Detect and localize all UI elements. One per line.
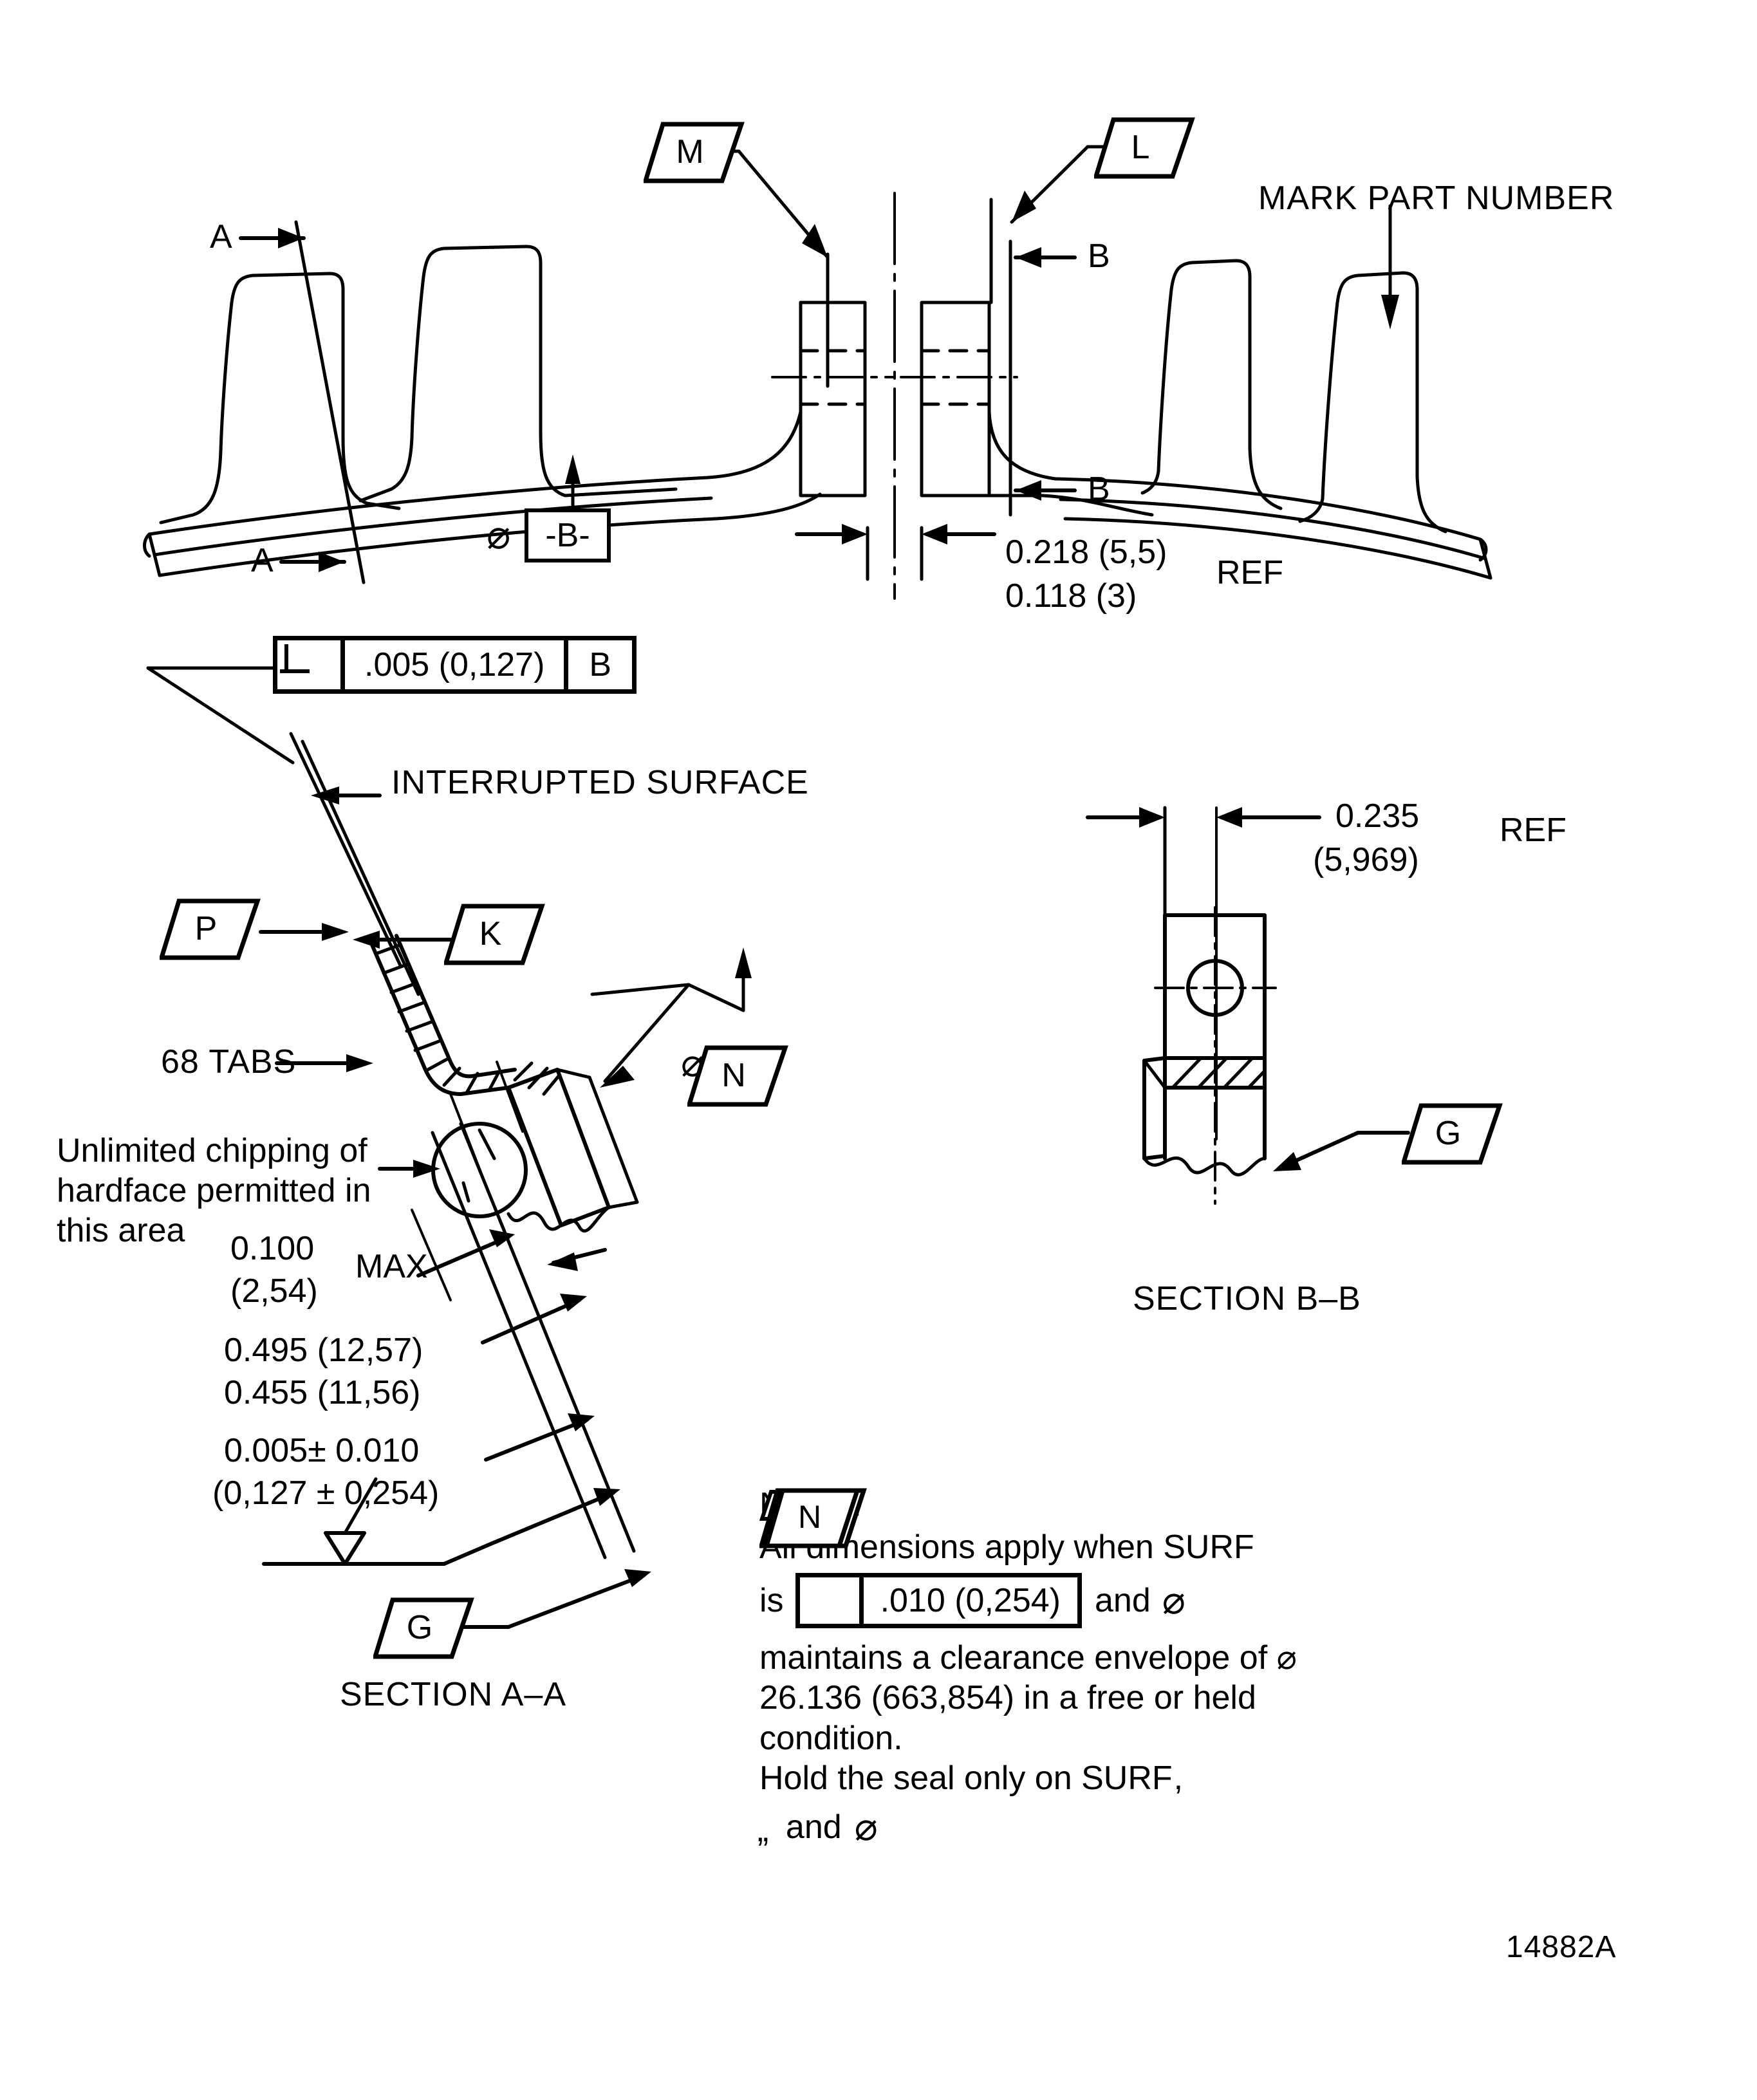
fcf-parallelism-tolerance: .010 (0,254) <box>880 1582 1061 1620</box>
dim-max-suffix: MAX <box>355 1248 428 1285</box>
note-line-2: is .010 (0,254) and ⌀ N <box>759 1488 1297 1629</box>
gap-dim-lower: 0.118 (3) <box>1005 577 1137 615</box>
note-line-7: M , P , K and ⌀ N <box>756 1488 1297 1849</box>
dim-max-line1: 0.100 <box>230 1230 315 1267</box>
section-bb-title: SECTION B–B <box>1133 1280 1361 1317</box>
surface-flag-g-aa[interactable]: G <box>373 1595 476 1662</box>
section-mark-a-bottom-label: A <box>251 542 274 579</box>
dim-max-line2: (2,54) <box>230 1272 318 1310</box>
section-bb-dim-line2: (5,969) <box>1313 841 1419 878</box>
surface-flag-g-aa-label: G <box>407 1609 432 1646</box>
diameter-icon: ⌀ <box>487 512 511 557</box>
note-line7-comma-1: , <box>756 1811 765 1849</box>
note-line-6: Hold the seal only on SURF L , <box>759 1488 1297 1797</box>
interrupted-surface-note: INTERRUPTED SURFACE <box>391 764 809 801</box>
surface-flag-p-label: P <box>195 910 218 947</box>
surface-flag-l-label: L <box>1131 129 1150 166</box>
note-line7-comma-2: , <box>761 1811 770 1849</box>
surface-flag-k[interactable]: K <box>444 901 547 969</box>
gap-dim-ref: REF <box>1216 554 1283 591</box>
chipping-note-line1: Unlimited chipping of <box>57 1132 367 1169</box>
section-mark-b-top-label: B <box>1088 237 1110 275</box>
dim-length-upper: 0.495 (12,57) <box>224 1332 423 1369</box>
chipping-note-line3: this area <box>57 1212 185 1249</box>
fcf-tolerance-value: .005 (0,127) <box>345 640 569 689</box>
mark-part-number-note: MARK PART NUMBER <box>1258 180 1615 217</box>
surface-flag-k-label: K <box>479 915 502 952</box>
section-bb-dim-ref: REF <box>1500 812 1566 849</box>
section-mark-b-bottom-label: B <box>1088 470 1110 508</box>
dim-tol-lower: (0,127 ± 0,254) <box>212 1474 440 1512</box>
surface-flag-n-note-2[interactable]: N <box>765 1487 861 1551</box>
top-view-geometry <box>143 145 1492 600</box>
dim-tol-upper: 0.005± 0.010 <box>224 1432 420 1469</box>
note-line-3: maintains a clearance envelope of ⌀ <box>759 1639 1297 1677</box>
surface-flag-g-bb[interactable]: G <box>1402 1101 1505 1168</box>
perpendicularity-icon <box>280 644 310 673</box>
fcf-parallelism[interactable]: .010 (0,254) <box>759 1490 1082 1629</box>
diameter-icon: ⌀ <box>1162 1578 1185 1622</box>
diameter-n-group: ⌀ N <box>681 1042 788 1107</box>
surface-flag-l[interactable]: L <box>1094 115 1197 182</box>
chipping-note-line2: hardface permitted in <box>57 1172 371 1209</box>
note-line6-comma: , <box>1173 1759 1184 1797</box>
datum-b-box[interactable]: -B- <box>525 508 611 562</box>
surface-flag-m-label: M <box>676 133 703 171</box>
surface-flag-n-label: N <box>721 1057 746 1094</box>
drawing-number: 14882A <box>1506 1930 1617 1964</box>
fcf-leader-geometry <box>146 666 295 765</box>
surface-flag-m[interactable]: M <box>644 119 747 187</box>
section-aa-title: SECTION A–A <box>340 1676 566 1713</box>
note-line-5: condition. <box>759 1719 903 1757</box>
fcf-perpendicularity[interactable]: .005 (0,127) B <box>273 636 637 694</box>
diameter-icon: ⌀ <box>854 1805 878 1848</box>
surface-flag-n-note-2-label: N <box>798 1499 821 1535</box>
section-bb-dim-line1: 0.235 <box>1335 797 1420 835</box>
note-line2-conjunction: and <box>1094 1582 1151 1620</box>
note-line2-prefix: is <box>759 1582 784 1620</box>
fcf-datum-ref: B <box>589 646 612 683</box>
note-line-4: 26.136 (663,854) in a free or held <box>759 1679 1256 1717</box>
surface-flag-g-bb-label: G <box>1435 1115 1461 1152</box>
datum-b-group: ⌀ -B- <box>487 508 611 562</box>
gap-dim-upper: 0.218 (5,5) <box>1005 534 1167 571</box>
tabs-count-note: 68 TABS <box>161 1043 297 1081</box>
dim-length-lower: 0.455 (11,56) <box>224 1374 421 1411</box>
note-line7-conjunction: and <box>785 1808 842 1846</box>
note-block: NOTE: All dimensions apply when SURF P i… <box>756 1487 1297 1849</box>
surface-flag-n[interactable]: N <box>687 1043 790 1110</box>
section-aa-geometry <box>259 732 752 1629</box>
note-line6-text: Hold the seal only on SURF <box>759 1759 1173 1797</box>
surface-flag-p[interactable]: P <box>160 896 263 963</box>
section-bb-geometry <box>1086 806 1410 1205</box>
section-mark-a-top-label: A <box>210 218 232 256</box>
